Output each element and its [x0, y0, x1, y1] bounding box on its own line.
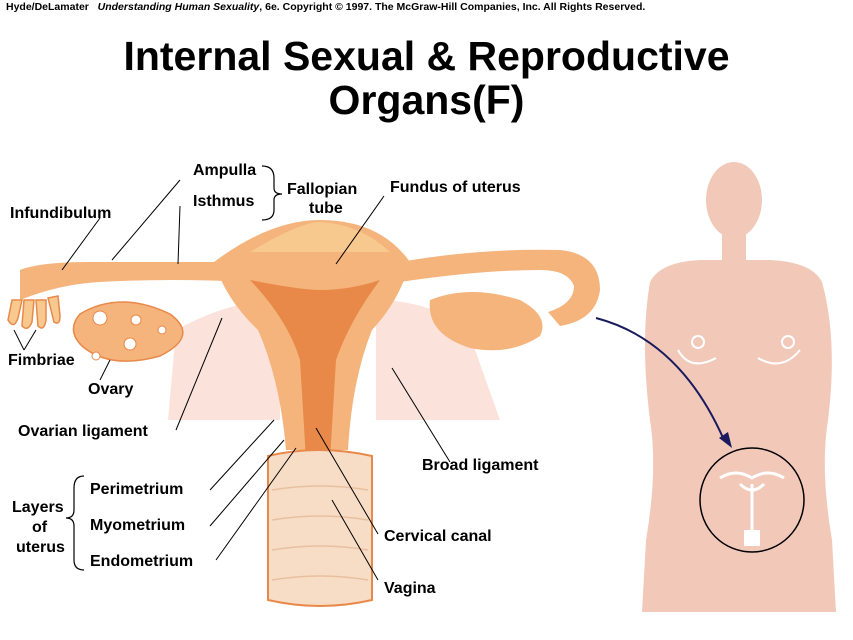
- label-ovarian-ligament: Ovarian ligament: [18, 423, 148, 440]
- credit-book-title: Understanding Human Sexuality: [97, 1, 260, 13]
- label-broad-ligament: Broad ligament: [422, 457, 539, 474]
- layers-brace: [65, 475, 85, 571]
- label-layers-line-3: uterus: [16, 539, 65, 556]
- body-inset-circle: [699, 447, 805, 553]
- label-vagina: Vagina: [384, 580, 436, 597]
- uterine-cavity: [250, 280, 380, 460]
- page-title-line-2: Organs(F): [328, 77, 525, 123]
- label-fallopian-line-2: tube: [309, 200, 343, 217]
- vagina-rugae: [271, 485, 369, 581]
- fallopian-brace: [261, 165, 283, 221]
- ovary-follicles: [91, 310, 167, 361]
- label-ovary: Ovary: [88, 381, 134, 398]
- label-layers-line-2: of: [32, 519, 48, 536]
- label-myometrium: Myometrium: [90, 517, 186, 534]
- credit-copyright: , 6e. Copyright © 1997. The McGraw-Hill …: [259, 1, 646, 13]
- label-fimbriae: Fimbriae: [8, 352, 75, 369]
- copyright-credit: Hyde/DeLamater Understanding Human Sexua…: [6, 1, 645, 13]
- right-fallopian-tube: [400, 249, 600, 326]
- page-title-line-1: Internal Sexual & Reproductive: [123, 33, 730, 79]
- label-fundus: Fundus of uterus: [390, 179, 521, 196]
- label-perimetrium: Perimetrium: [90, 481, 184, 498]
- pointer-arrow: [595, 317, 725, 441]
- label-endometrium: Endometrium: [90, 553, 194, 570]
- label-cervical-canal: Cervical canal: [384, 528, 492, 545]
- label-ampulla: Ampulla: [193, 162, 257, 179]
- leader-lines: [13, 179, 451, 581]
- label-fallopian-line-1: Fallopian: [287, 181, 358, 198]
- broad-ligament-shape: [168, 300, 500, 420]
- body-breast-outlines: [677, 335, 801, 365]
- vagina-shape: [267, 449, 373, 607]
- label-isthmus: Isthmus: [193, 193, 255, 210]
- fundus-texture: [250, 222, 390, 252]
- left-fallopian-tube: [20, 262, 250, 300]
- right-ovary-shape: [429, 292, 543, 351]
- label-infundibulum: Infundibulum: [10, 205, 112, 222]
- label-layers-line-1: Layers: [12, 499, 64, 516]
- pointer-arrowhead-icon: [719, 432, 732, 448]
- fimbriae-shape: [7, 295, 61, 329]
- left-ovary-shape: [72, 301, 184, 362]
- credit-authors: Hyde/DeLamater: [6, 1, 89, 13]
